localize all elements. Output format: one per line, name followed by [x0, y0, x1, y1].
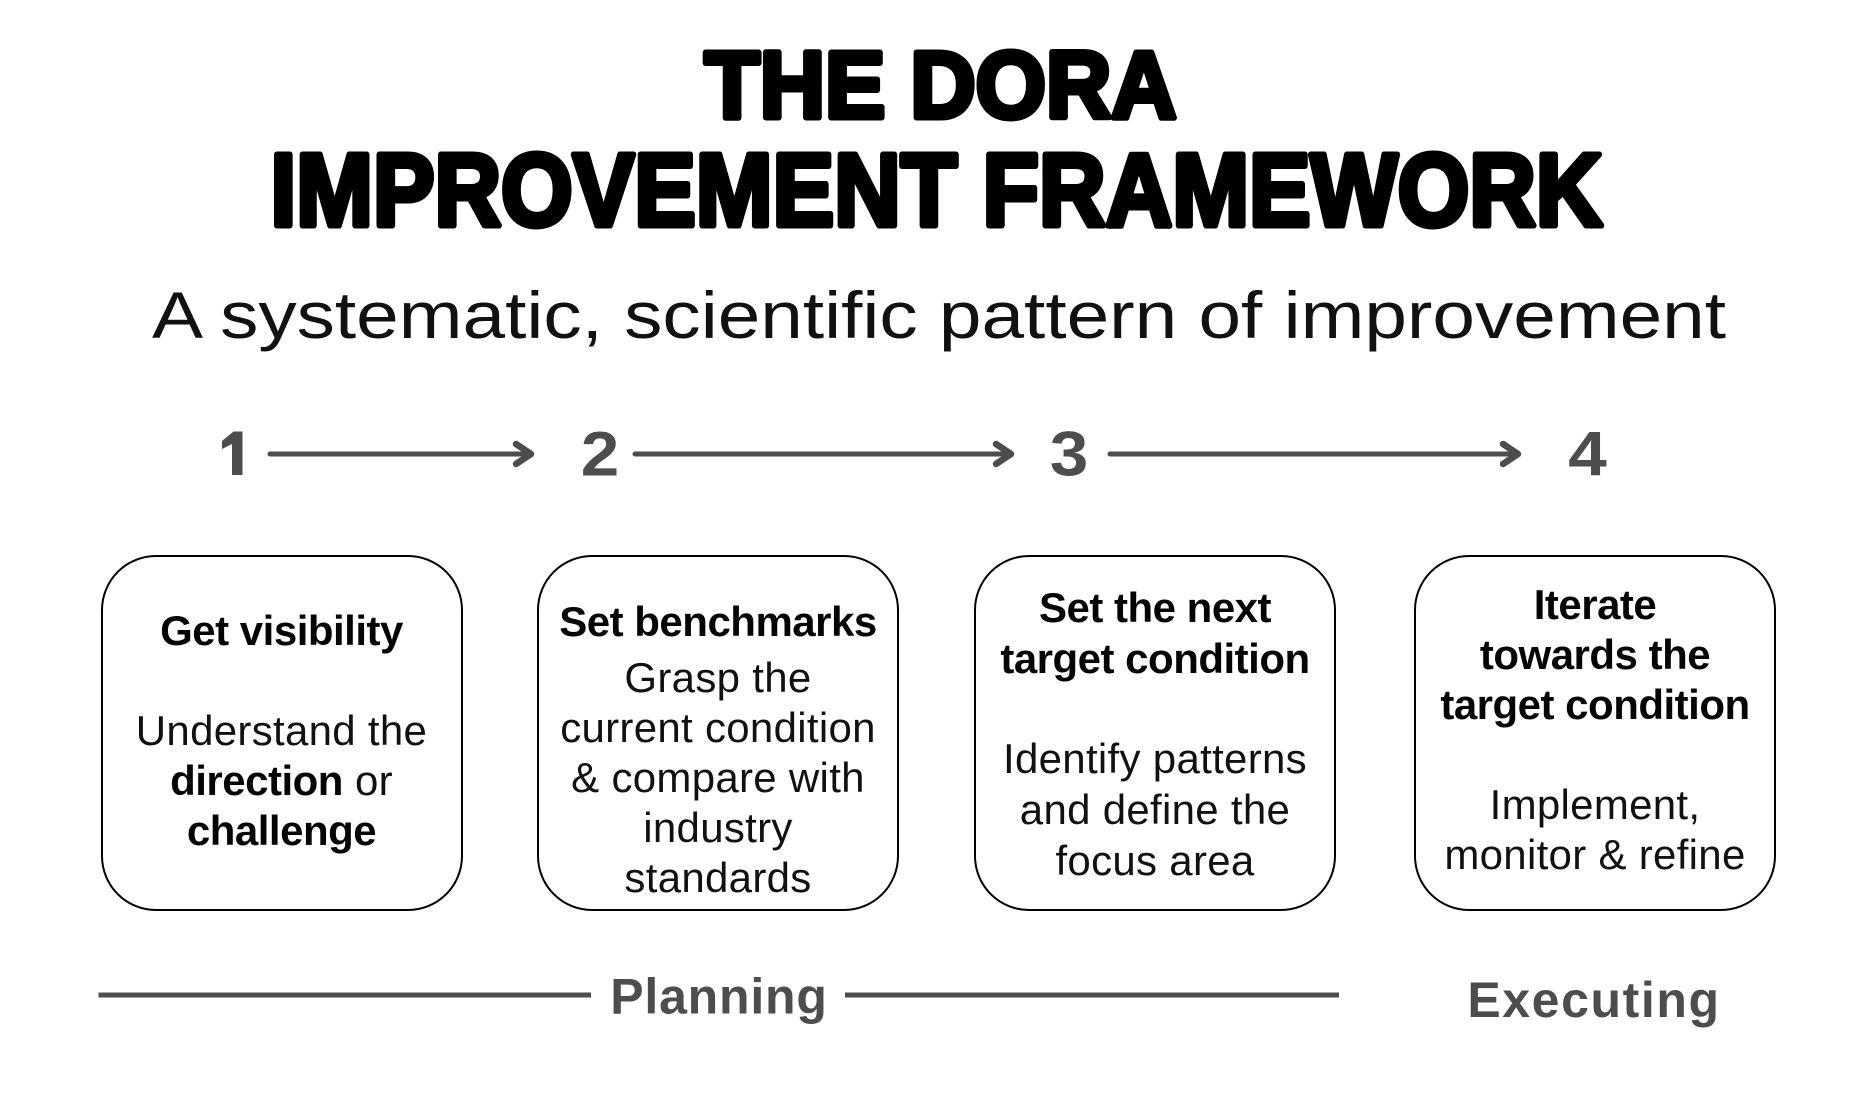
svg-text:Planning: Planning	[610, 969, 828, 1025]
svg-text:Executing: Executing	[1467, 972, 1720, 1028]
svg-text:THE DORA: THE DORA	[705, 33, 1177, 139]
svg-text:3: 3	[1050, 419, 1089, 489]
svg-text:A systematic, scientific patte: A systematic, scientific pattern of impr…	[152, 278, 1726, 352]
svg-text:IMPROVEMENT FRAMEWORK: IMPROVEMENT FRAMEWORK	[271, 133, 1603, 248]
svg-text:2: 2	[581, 419, 620, 489]
svg-text:4: 4	[1568, 419, 1607, 489]
